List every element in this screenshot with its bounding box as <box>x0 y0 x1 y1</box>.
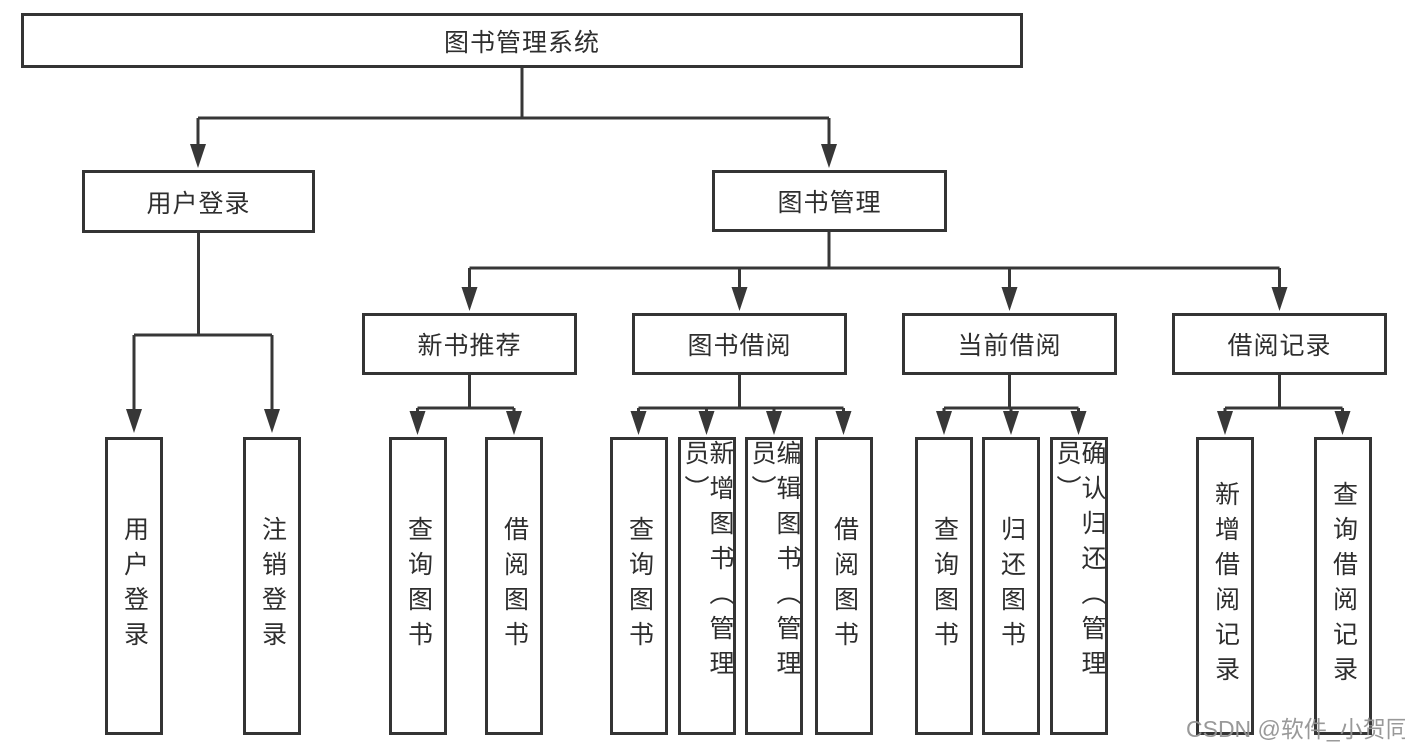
arrowhead <box>506 411 522 435</box>
leaf-logout-label: 注销登录 <box>258 516 287 656</box>
arrowhead <box>461 287 478 311</box>
leaf-user-login-label: 用户登录 <box>120 516 149 656</box>
node-borrow-records-label: 借阅记录 <box>1227 332 1332 360</box>
leaf-add-book-admin-label: 新增图书（管理员） <box>681 440 734 685</box>
leaf-borrow-book: 借阅图书 <box>815 437 873 735</box>
arrowhead <box>1271 287 1288 311</box>
arrowhead <box>1003 411 1019 435</box>
arrowhead <box>264 409 280 433</box>
arrowhead <box>766 411 782 435</box>
node-borrow-records: 借阅记录 <box>1172 313 1387 375</box>
leaf-query-borrow-record: 查询借阅记录 <box>1314 437 1372 735</box>
arrowhead <box>126 409 142 433</box>
connector-userlogin-to-leaves <box>126 233 280 433</box>
node-book-management: 图书管理 <box>712 170 947 232</box>
arrowhead <box>698 411 715 435</box>
leaf-borrow-book-recommend: 借阅图书 <box>485 437 543 735</box>
connector-root-to-level2 <box>190 68 837 168</box>
leaf-confirm-return-admin-label: 确认归还（管理员） <box>1053 440 1106 685</box>
node-book-borrow: 图书借阅 <box>632 313 847 375</box>
node-current-borrow: 当前借阅 <box>902 313 1117 375</box>
leaf-logout: 注销登录 <box>243 437 301 735</box>
arrowhead <box>1001 287 1018 311</box>
leaf-query-book-borrow: 查询图书 <box>610 437 668 735</box>
arrowhead <box>1334 411 1351 435</box>
csdn-watermark: CSDN @软件_小贺同学 <box>1186 716 1405 742</box>
leaf-confirm-return-admin: 确认归还（管理员） <box>1050 437 1108 735</box>
node-current-borrow-label: 当前借阅 <box>957 332 1062 360</box>
node-new-book-recommend-label: 新书推荐 <box>417 332 522 360</box>
leaf-add-borrow-record-label: 新增借阅记录 <box>1211 481 1240 691</box>
leaf-query-book-current: 查询图书 <box>915 437 973 735</box>
connector-bookmgmt-to-level3 <box>461 232 1288 311</box>
node-book-management-label: 图书管理 <box>777 189 882 217</box>
leaf-add-book-admin: 新增图书（管理员） <box>678 437 736 735</box>
leaf-query-book-recommend-label: 查询图书 <box>404 516 433 656</box>
arrowhead <box>936 411 952 435</box>
leaf-query-book-borrow-label: 查询图书 <box>625 516 654 656</box>
node-user-login: 用户登录 <box>82 170 315 233</box>
connector-bookborrow-to-leaves <box>630 375 852 435</box>
leaf-return-book-label: 归还图书 <box>997 516 1026 656</box>
leaf-return-book: 归还图书 <box>982 437 1040 735</box>
leaf-query-book-current-label: 查询图书 <box>930 516 959 656</box>
leaf-user-login: 用户登录 <box>105 437 163 735</box>
arrowhead <box>409 411 426 435</box>
arrowhead <box>1070 411 1087 435</box>
node-book-borrow-label: 图书借阅 <box>687 332 792 360</box>
arrowhead <box>835 411 852 435</box>
arrowhead <box>630 411 647 435</box>
connector-currentborrow-to-leaves <box>936 375 1087 435</box>
arrowhead <box>821 144 837 168</box>
connector-newbook-to-leaves <box>409 375 522 435</box>
leaf-borrow-book-label: 借阅图书 <box>830 516 859 656</box>
leaf-edit-book-admin: 编辑图书（管理员） <box>745 437 803 735</box>
node-user-login-label: 用户登录 <box>146 189 251 218</box>
node-root-label: 图书管理系统 <box>443 28 600 57</box>
arrowhead <box>190 144 206 168</box>
leaf-edit-book-admin-label: 编辑图书（管理员） <box>748 440 801 685</box>
arrowhead <box>731 287 748 311</box>
connector-records-to-leaves <box>1217 375 1351 435</box>
arrowhead <box>1217 411 1233 435</box>
leaf-add-borrow-record: 新增借阅记录 <box>1196 437 1254 735</box>
leaf-borrow-book-recommend-label: 借阅图书 <box>500 516 529 656</box>
leaf-query-book-recommend: 查询图书 <box>389 437 447 735</box>
node-new-book-recommend: 新书推荐 <box>362 313 577 375</box>
node-root: 图书管理系统 <box>21 13 1023 68</box>
leaf-query-borrow-record-label: 查询借阅记录 <box>1329 481 1358 691</box>
